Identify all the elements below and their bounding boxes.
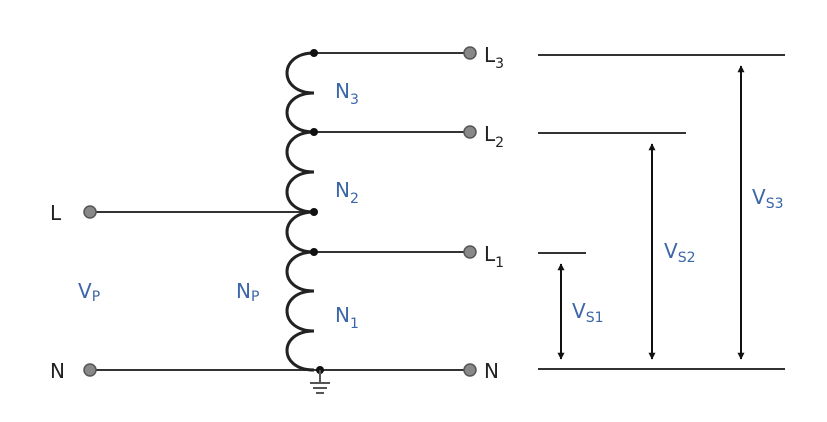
label-input-n: N — [50, 359, 65, 383]
terminal-output-n — [463, 363, 477, 377]
label-vs2: VS2 — [664, 239, 695, 266]
label-input-l: L — [50, 201, 62, 225]
terminal-input-l — [83, 205, 97, 219]
ground-icon — [310, 370, 330, 394]
label-l3: L3 — [484, 43, 504, 72]
label-output-n: N — [484, 359, 499, 383]
label-l2: L2 — [484, 122, 504, 151]
label-np: NP — [236, 279, 259, 305]
label-l1: L1 — [484, 242, 504, 271]
terminal-input-n — [83, 363, 97, 377]
terminal-output-l3 — [463, 46, 477, 60]
label-vs3: VS3 — [752, 185, 783, 212]
label-n1: N1 — [335, 303, 359, 332]
label-n3: N3 — [335, 79, 359, 108]
terminal-output-l2 — [463, 125, 477, 139]
winding-junction-dots — [310, 49, 324, 374]
label-n2: N2 — [335, 178, 359, 207]
terminal-dots — [83, 46, 477, 377]
label-vs1: VS1 — [572, 299, 603, 326]
label-vp: VP — [78, 279, 100, 305]
terminal-output-l1 — [463, 245, 477, 259]
